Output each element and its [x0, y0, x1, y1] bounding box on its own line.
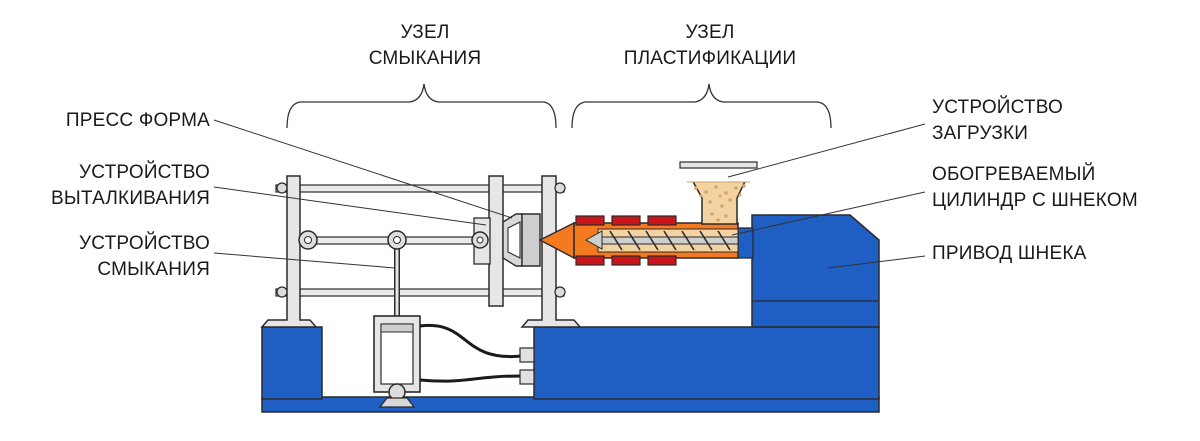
hopper-label-line2: ЗАГРУЗКИ [932, 123, 1029, 144]
plasticizing-title-line2: ПЛАСТИФИКАЦИИ [623, 48, 797, 69]
clamp-label-line2: СМЫКАНИЯ [97, 259, 210, 280]
hopper-label: УСТРОЙСТВО ЗАГРУЗКИ [932, 97, 1063, 145]
hydraulic-hose-lower [419, 374, 523, 383]
moving-platen [488, 175, 504, 307]
barrel-label: ОБОГРЕВАЕМЫЙ ЦИЛИНДР С ШНЕКОМ [932, 164, 1138, 212]
clamping-unit-title: УЗЕЛ СМЫКАНИЯ [335, 22, 515, 70]
pellets [694, 184, 746, 222]
screw-drive-label: ПРИВОД ШНЕКА [932, 243, 1087, 264]
plasticizing-title-line1: УЗЕЛ [685, 22, 735, 43]
fixed-platen [520, 175, 582, 328]
hopper-label-line1: УСТРОЙСТВО [932, 97, 1063, 118]
clamping-title-line2: СМЫКАНИЯ [368, 48, 482, 69]
tie-bar-bottom [275, 288, 565, 297]
ejector-label-line1: УСТРОЙСТВО [79, 162, 210, 183]
mold-fixed-half [521, 213, 541, 267]
barrel-label-line1: ОБОГРЕВАЕМЫЙ [932, 164, 1096, 185]
clamping-title-line1: УЗЕЛ [400, 22, 450, 43]
mold-label: ПРЕСС ФОРМА [65, 110, 210, 131]
ejector-label: УСТРОЙСТВО ВЫТАЛКИВАНИЯ [20, 162, 210, 210]
tie-bar-top [275, 184, 565, 193]
plasticizing-unit-title: УЗЕЛ ПЛАСТИФИКАЦИИ [600, 22, 820, 70]
base-main-block [533, 326, 880, 400]
plasticizing-unit-brace [571, 83, 832, 129]
screw-drive-housing [751, 214, 880, 328]
heater-bands [575, 215, 677, 266]
barrel-label-line2: ЦИЛИНДР С ШНЕКОМ [932, 190, 1138, 211]
hydraulic-hose-upper [419, 323, 523, 359]
clamp-label-line1: УСТРОЙСТВО [79, 233, 210, 254]
screw-flights [609, 230, 731, 251]
base-left-pedestal [261, 326, 323, 400]
leader-lines [213, 119, 926, 269]
ejector-label-line2: ВЫТАЛКИВАНИЯ [51, 188, 210, 209]
clamping-unit-brace [286, 83, 557, 129]
clamp-device-label: УСТРОЙСТВО СМЫКАНИЯ [20, 233, 210, 281]
rear-platen [260, 175, 318, 328]
